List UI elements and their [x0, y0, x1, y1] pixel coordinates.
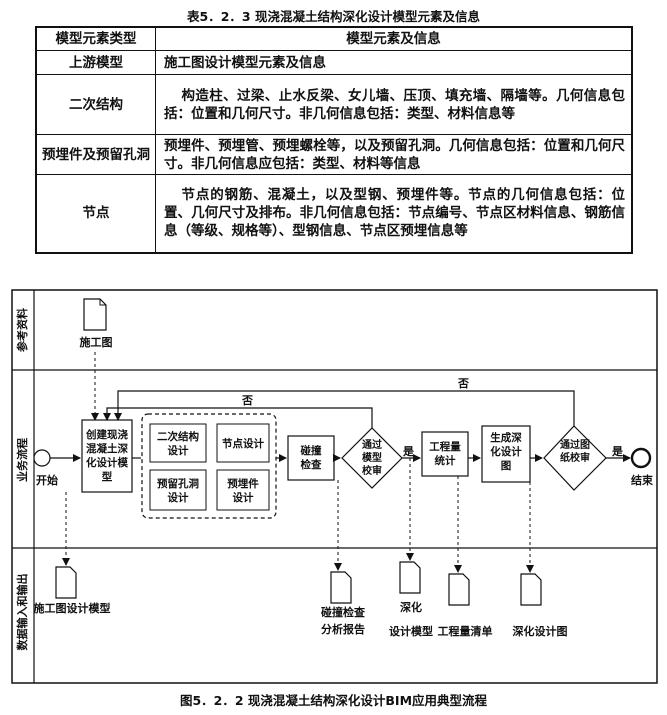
- model-review-decision: [341, 427, 403, 489]
- element-info-table: 模型元素类型 模型元素及信息 上游模型 施工图设计模型元素及信息 二次结构 构造…: [35, 26, 633, 254]
- output-label: 工程量清单: [438, 624, 493, 638]
- lane-label-process: 业务流程: [15, 438, 29, 482]
- figure-caption: 图5．2．2 现浇混凝土结构深化设计BIM应用典型流程: [179, 693, 488, 708]
- table-row: 预埋件及预留孔洞 预埋件、预埋管、预埋螺栓等，以及预留孔洞。几何信息包括：位置和…: [35, 134, 633, 175]
- output-label: 碰撞检查分析报告: [321, 605, 365, 636]
- quantity-step: [421, 431, 469, 477]
- generate-drawing-label: 生成深化设计图: [490, 431, 522, 472]
- header-type: 模型元素类型: [35, 26, 156, 51]
- sub-task-reserved-hole: [149, 469, 207, 511]
- ref-document-label: 施工图: [80, 335, 113, 349]
- row-type: 二次结构: [35, 74, 156, 135]
- output-label: 施工图设计模型: [34, 601, 111, 615]
- drawing-review-decision: [543, 425, 607, 491]
- design-tasks-group: [141, 413, 277, 519]
- create-model-step: [81, 419, 133, 493]
- table-caption: 表5．2．3 现浇混凝土结构深化设计模型元素及信息: [187, 9, 480, 24]
- no-label: 否: [241, 394, 253, 407]
- output-label: 深化设计图: [513, 624, 568, 638]
- output-label: 深化设计模型: [389, 600, 433, 638]
- generate-drawing-step: [481, 425, 531, 483]
- no-label: 否: [457, 377, 469, 390]
- row-info: 节点的钢筋、混凝土，以及型钢、预埋件等。节点的几何信息包括：位置、几何尺寸及排布…: [155, 174, 633, 253]
- yes-label: 是: [402, 445, 415, 458]
- clash-check-step: [287, 435, 335, 481]
- sub-task-label: 预留孔洞设计: [157, 477, 199, 504]
- end-label: 结束: [630, 473, 654, 487]
- table-row: 节点 节点的钢筋、混凝土，以及型钢、预埋件等。节点的几何信息包括：位置、几何尺寸…: [35, 174, 633, 253]
- swimlane-frame: [11, 289, 658, 684]
- yes-label: 是: [611, 445, 624, 458]
- quantity-label: 工程量统计: [429, 440, 461, 467]
- sub-task-embedded-parts: [216, 469, 270, 511]
- drawing-review-label: 通过图纸校审: [560, 438, 590, 464]
- start-node: [33, 449, 51, 467]
- sub-task-secondary-structure: [149, 423, 207, 463]
- end-node: [630, 447, 652, 469]
- ref-document-icon: [83, 298, 107, 331]
- output-document-icon: [55, 561, 542, 606]
- lane-label-io: 数据输入和输出: [15, 574, 29, 651]
- row-type: 上游模型: [35, 50, 156, 75]
- model-review-label: 通过模型校审: [362, 438, 382, 477]
- sub-task-label: 二次结构设计: [157, 430, 199, 457]
- row-type: 预埋件及预留孔洞: [35, 134, 156, 175]
- sub-task-label: 节点设计: [222, 437, 264, 450]
- table-header-row: 模型元素类型 模型元素及信息: [35, 26, 633, 51]
- row-info: 构造柱、过梁、止水反梁、女儿墙、压顶、填充墙、隔墙等。几何信息包括：位置和几何尺…: [155, 74, 633, 135]
- create-model-label: 创建现浇混凝土深化设计模型: [85, 428, 128, 483]
- clash-check-label: 碰撞检查: [301, 444, 322, 471]
- row-type: 节点: [35, 174, 156, 253]
- table-row: 二次结构 构造柱、过梁、止水反梁、女儿墙、压顶、填充墙、隔墙等。几何信息包括：位…: [35, 74, 633, 135]
- sub-task-label: 预埋件设计: [227, 477, 259, 504]
- sub-task-node: [216, 423, 270, 463]
- lane-label-reference: 参考资料: [15, 308, 29, 352]
- start-label: 开始: [36, 473, 58, 487]
